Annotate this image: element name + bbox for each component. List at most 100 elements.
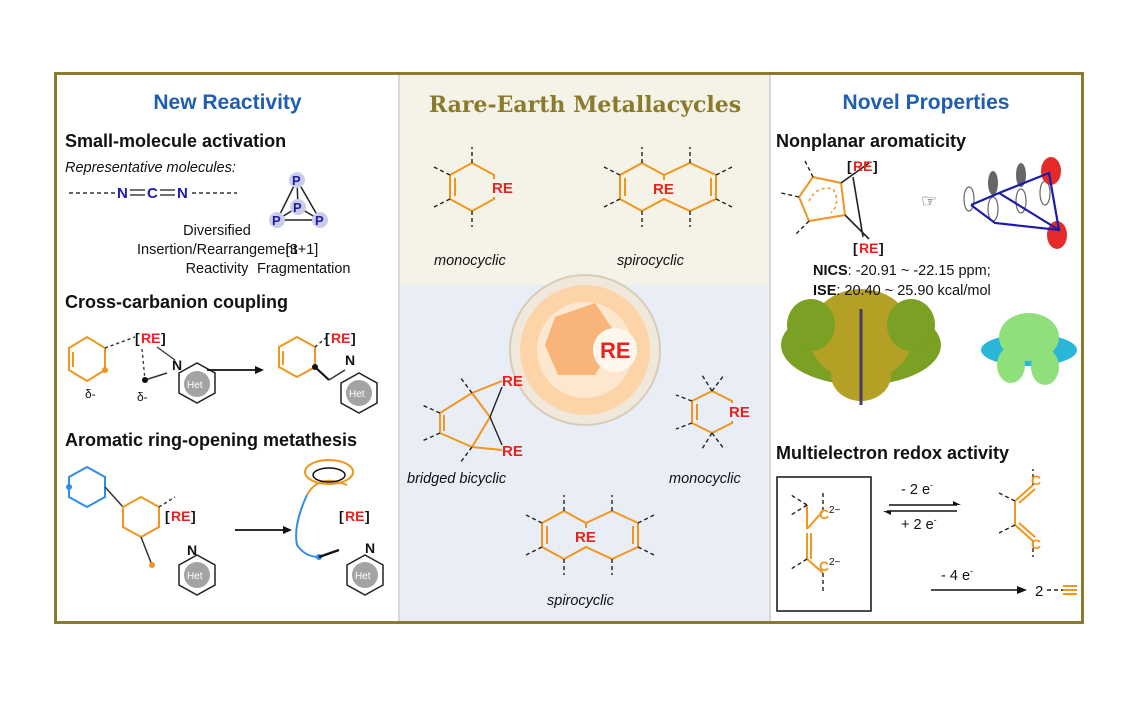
svg-text:C: C: [1031, 536, 1041, 552]
svg-text:P: P: [272, 213, 281, 228]
svg-text:RE: RE: [853, 158, 872, 174]
svg-text:RE: RE: [502, 443, 523, 460]
metathesis-reactant: [ RE ] N Het: [66, 465, 216, 596]
svg-text:N: N: [177, 185, 188, 202]
svg-text:RE: RE: [600, 338, 631, 363]
right-title: Novel Properties: [842, 91, 1010, 114]
svg-text:Het: Het: [187, 571, 203, 582]
diversified-label: Diversified Insertion/Rearrangement Reac…: [137, 222, 297, 279]
metathesis-heading: Aromatic ring-opening metathesis: [65, 430, 358, 450]
monocyclic-top-structure: RE: [433, 147, 514, 227]
svg-text:RE: RE: [141, 330, 160, 346]
right-drawings: [ RE ] [ RE ] ☞: [776, 157, 1077, 612]
pointing-hand-icon: ☞: [921, 191, 937, 211]
svg-text:]: ]: [873, 158, 878, 174]
redox-product: C C: [998, 469, 1041, 557]
diversified-line-3: Reactivity: [185, 261, 249, 277]
plus-2e-text: + 2 e: [901, 516, 934, 533]
svg-text:]: ]: [161, 330, 166, 346]
monocyclic-right-structure: RE: [675, 374, 752, 450]
nics-value: : -20.91 ~ -22.15 ppm;: [847, 263, 991, 279]
svg-text:RE: RE: [492, 180, 513, 197]
divider-left: [398, 75, 400, 621]
delta-label-1: δ-: [85, 387, 96, 401]
redox-box: [776, 476, 872, 612]
label-spirocyclic-top: spirocyclic: [617, 253, 684, 269]
nics-label: NICS: [813, 263, 848, 279]
svg-text:RE: RE: [729, 404, 750, 421]
minus-4e-sup: -: [970, 566, 974, 576]
svg-text:C: C: [819, 506, 829, 522]
svg-text:[: [: [135, 330, 140, 346]
spirocyclic-bottom-structure: RE: [525, 495, 655, 575]
svg-text:]: ]: [879, 240, 884, 256]
svg-text:2−: 2−: [829, 557, 841, 568]
ise-label: ISE: [813, 283, 837, 299]
svg-text:RE: RE: [331, 330, 350, 346]
diversified-line-1: Diversified: [183, 223, 251, 239]
fragmentation-label: [3+1] Fragmentation: [257, 241, 351, 279]
carbodiimide-molecule: N C N: [69, 185, 237, 202]
center-drawings: RE RE RE: [421, 147, 752, 575]
ise-value: : 20.40 ~ 25.90 kcal/mol: [836, 283, 991, 299]
svg-text:N: N: [187, 542, 197, 558]
minus-2e-text: - 2 e: [901, 481, 931, 498]
svg-text:P: P: [292, 173, 301, 188]
label-spirocyclic-bottom: spirocyclic: [547, 593, 614, 609]
plus-2e-label: + 2 e-: [901, 515, 937, 533]
svg-text:[: [: [165, 508, 170, 524]
representative-subheading: Representative molecules:: [65, 160, 236, 176]
svg-text:RE: RE: [171, 508, 190, 524]
svg-text:RE: RE: [502, 373, 523, 390]
redox-reactant: C 2− C 2−: [790, 493, 841, 591]
small-molecule-heading: Small-molecule activation: [65, 131, 287, 151]
center-panel-top-bg: [400, 75, 770, 285]
left-drawings: N C N P P P P [: [66, 172, 384, 596]
ise-line: ISE: 20.40 ~ 25.90 kcal/mol: [813, 283, 991, 299]
svg-text:[: [: [325, 330, 330, 346]
svg-text:N: N: [365, 540, 375, 556]
svg-text:P: P: [293, 200, 302, 215]
nonplanar-structure: [ RE ] [ RE ]: [780, 158, 884, 256]
aici-plot: [781, 289, 941, 405]
label-bridged-bicyclic: bridged bicyclic: [407, 471, 507, 487]
svg-text:]: ]: [191, 508, 196, 524]
coupling-reactant: [ RE ] N Het: [68, 330, 216, 404]
alkyne-product: 2: [1035, 583, 1077, 600]
spirocyclic-top-structure: RE: [603, 147, 733, 227]
nics-line: NICS: -20.91 ~ -22.15 ppm;: [813, 263, 991, 279]
svg-text:C: C: [819, 558, 829, 574]
minus-2e-sup: -: [930, 480, 934, 490]
plus-2e-sup: -: [933, 515, 937, 525]
svg-text:]: ]: [365, 508, 370, 524]
metathesis-product: [ RE ] N Het: [295, 459, 384, 596]
svg-text:Het: Het: [355, 571, 371, 582]
svg-text:2−: 2−: [829, 505, 841, 516]
svg-text:]: ]: [351, 330, 356, 346]
minus-2e-label: - 2 e-: [901, 480, 933, 498]
svg-text:N: N: [345, 352, 355, 368]
svg-text:C: C: [1031, 472, 1041, 488]
diversified-line-2: Insertion/Rearrangement: [137, 242, 298, 258]
label-monocyclic-top: monocyclic: [434, 253, 506, 269]
cross-coupling-heading: Cross-carbanion coupling: [65, 292, 289, 312]
fragmentation-line-2: Fragmentation: [257, 261, 351, 277]
orbital-diagram: [963, 157, 1067, 249]
fragmentation-line-1: [3+1]: [285, 242, 319, 258]
divider-right: [769, 75, 771, 621]
figure-frame: New Reactivity Small-molecule activation…: [54, 72, 1084, 624]
p4-molecule: P P P P: [269, 172, 328, 228]
central-emblem: RE: [509, 274, 661, 426]
svg-text:[: [: [847, 158, 852, 174]
svg-text:RE: RE: [653, 181, 674, 198]
svg-text:N: N: [117, 185, 128, 202]
minus-4e-text: - 4 e: [941, 567, 971, 584]
label-monocyclic-right: monocyclic: [669, 471, 741, 487]
svg-text:[: [: [853, 240, 858, 256]
ic-isosurface: [981, 313, 1077, 385]
svg-text:C: C: [147, 185, 158, 202]
redox-heading: Multielectron redox activity: [776, 443, 1010, 463]
svg-text:P: P: [315, 213, 324, 228]
svg-text:Het: Het: [349, 389, 365, 400]
minus-4e-label: - 4 e-: [941, 566, 973, 584]
